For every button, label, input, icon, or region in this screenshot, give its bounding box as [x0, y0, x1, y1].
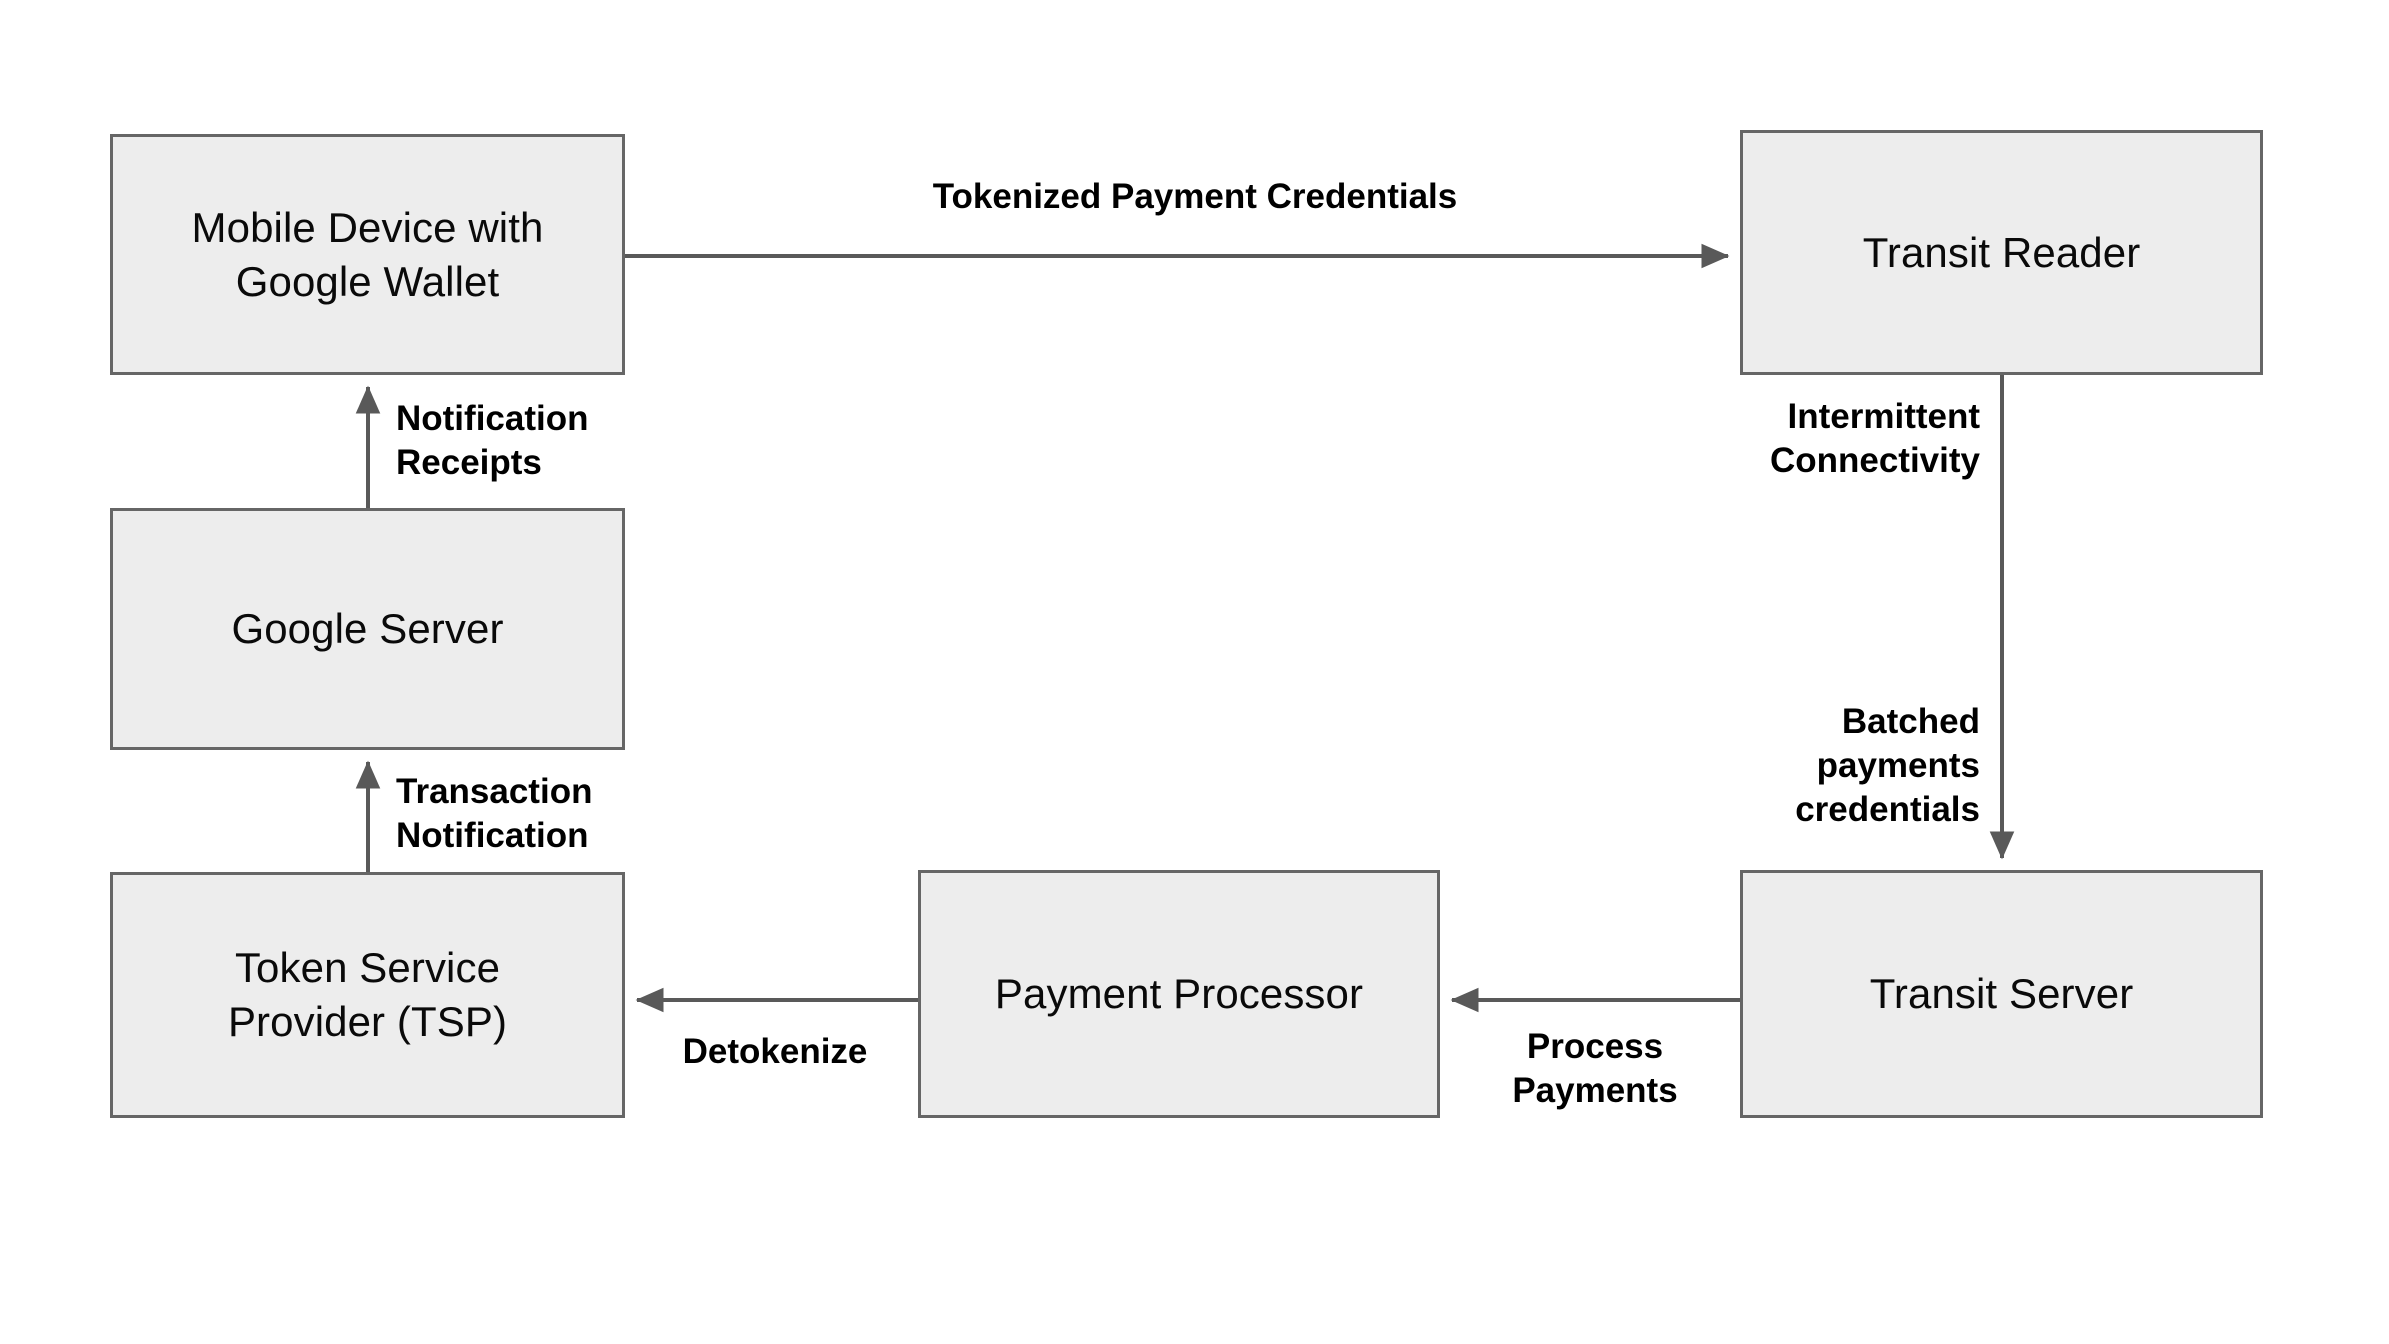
node-token-service-provider[interactable]: Token Service Provider (TSP) — [110, 872, 625, 1118]
node-payment-processor-label: Payment Processor — [994, 970, 1364, 1018]
node-mobile-device-label: Mobile Device with Google Wallet — [191, 203, 544, 305]
node-transit-reader[interactable]: Transit Reader — [1740, 130, 2263, 375]
node-transit-server-label: Transit Server — [1869, 970, 2134, 1018]
node-google-server[interactable]: Google Server — [110, 508, 625, 750]
node-transit-reader-label: Transit Reader — [1862, 228, 2141, 276]
edge-label-notification-receipts: Notification Receipts — [396, 399, 589, 482]
node-google-server-label: Google Server — [231, 605, 504, 653]
edge-label-intermittent-connectivity: Intermittent Connectivity — [1769, 397, 1980, 480]
node-payment-processor[interactable]: Payment Processor — [918, 870, 1440, 1118]
edge-label-process-payments: Process Payments — [1512, 1027, 1678, 1110]
edge-label-detokenize: Detokenize — [682, 1032, 868, 1071]
node-mobile-device[interactable]: Mobile Device with Google Wallet — [110, 134, 625, 375]
edge-label-tokenized-payment-credentials: Tokenized Payment Credentials — [932, 177, 1458, 216]
node-transit-server[interactable]: Transit Server — [1740, 870, 2263, 1118]
edge-label-batched-payments-credentials: Batched payments credentials — [1795, 702, 1980, 829]
edge-label-transaction-notification: Transaction Notification — [396, 772, 593, 855]
node-token-service-provider-label: Token Service Provider (TSP) — [227, 944, 508, 1045]
